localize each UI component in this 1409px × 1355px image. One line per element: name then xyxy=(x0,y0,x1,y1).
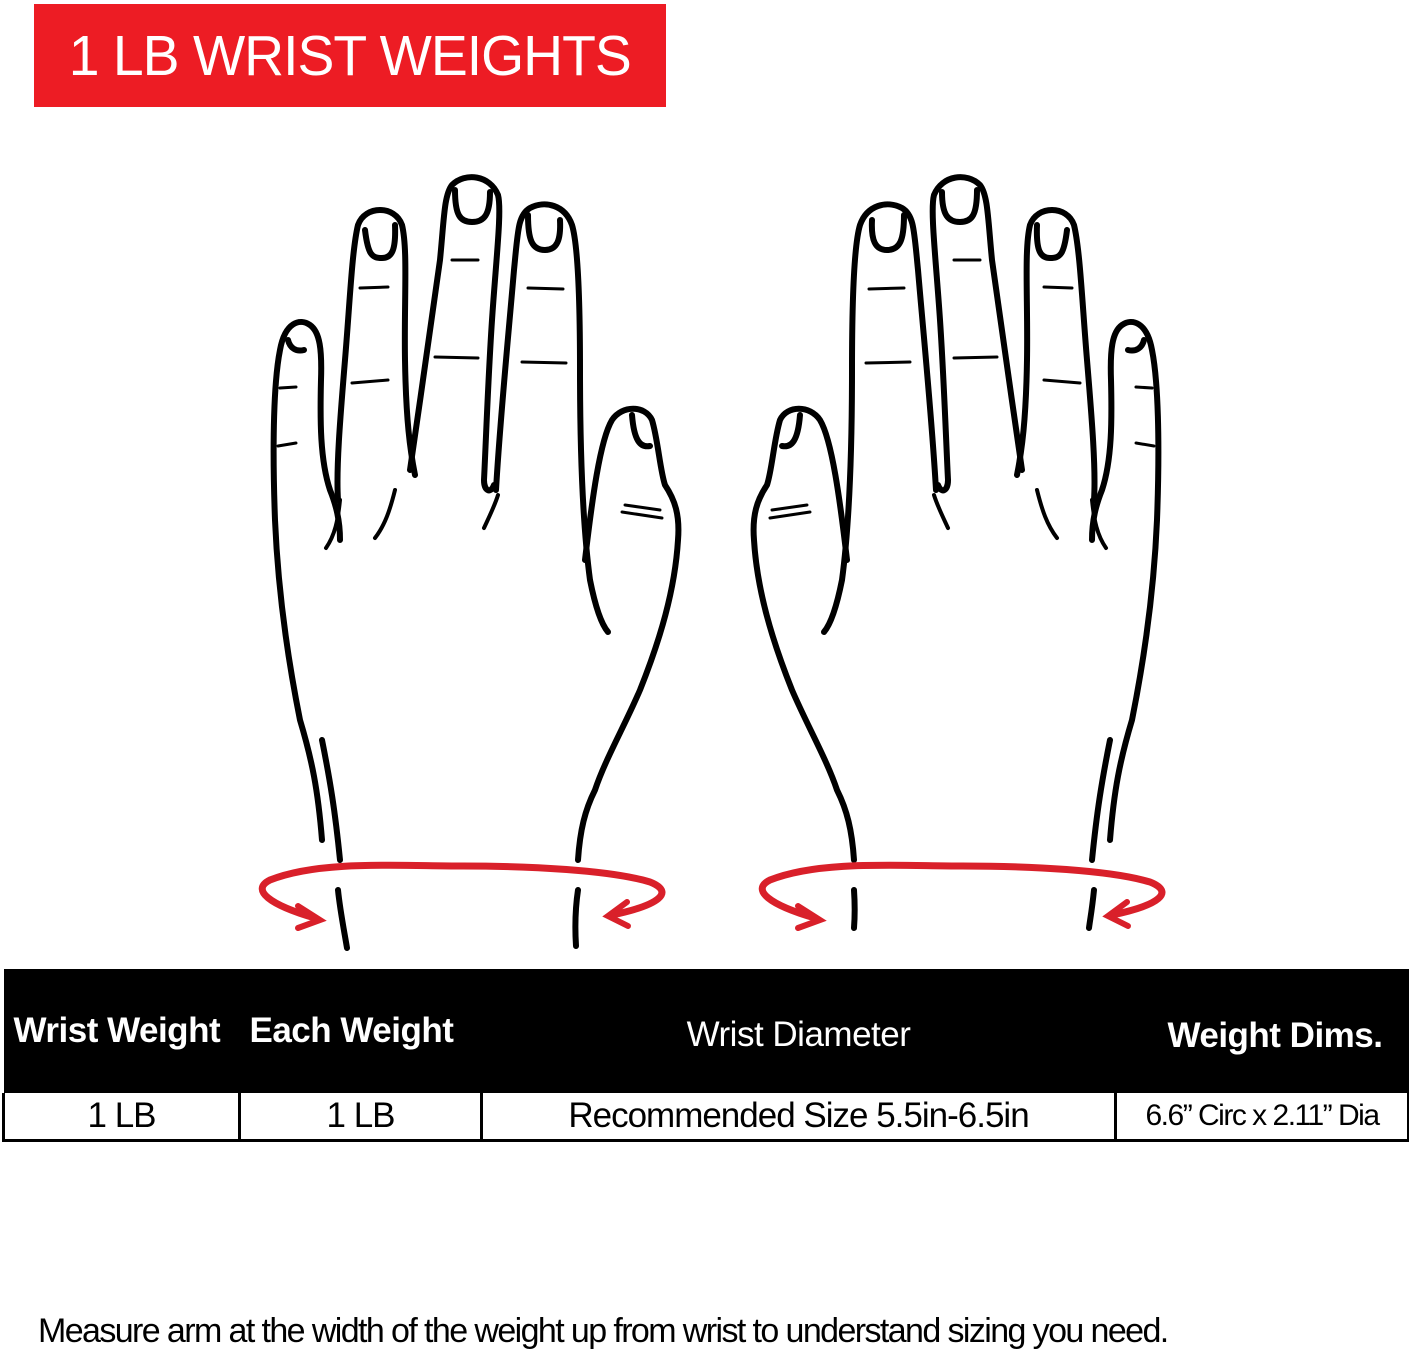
circular-arrow-icon xyxy=(758,861,1166,931)
page-title: 1 LB WRIST WEIGHTS xyxy=(68,23,632,88)
cell-each-weight: 1 LB xyxy=(238,1093,483,1142)
table-header-row: Wrist Weight Each Weight Wrist Diameter … xyxy=(3,969,1409,1093)
left-hand-outline-icon xyxy=(270,174,682,951)
title-banner: 1 LB WRIST WEIGHTS xyxy=(34,4,666,107)
table-row: 1 LB 1 LB Recommended Size 5.5in-6.5in 6… xyxy=(2,1093,1409,1142)
sizing-footnote: Measure arm at the width of the weight u… xyxy=(38,1312,1169,1350)
header-wrist-weight: Wrist Weight xyxy=(3,969,240,1093)
right-hand-outline-icon xyxy=(750,174,1162,931)
header-wrist-diameter: Wrist Diameter xyxy=(481,969,1116,1093)
cell-weight-dims: 6.6” Circ x 2.11” Dia xyxy=(1114,1093,1409,1142)
cell-wrist-weight: 1 LB xyxy=(2,1093,241,1142)
wrist-measurement-illustration xyxy=(258,174,1166,951)
header-each-weight: Each Weight xyxy=(239,969,482,1093)
circular-arrow-icon xyxy=(258,861,666,931)
size-spec-table: Wrist Weight Each Weight Wrist Diameter … xyxy=(2,969,1409,1142)
header-weight-dims: Weight Dims. xyxy=(1115,969,1409,1093)
cell-wrist-diameter: Recommended Size 5.5in-6.5in xyxy=(480,1093,1117,1142)
